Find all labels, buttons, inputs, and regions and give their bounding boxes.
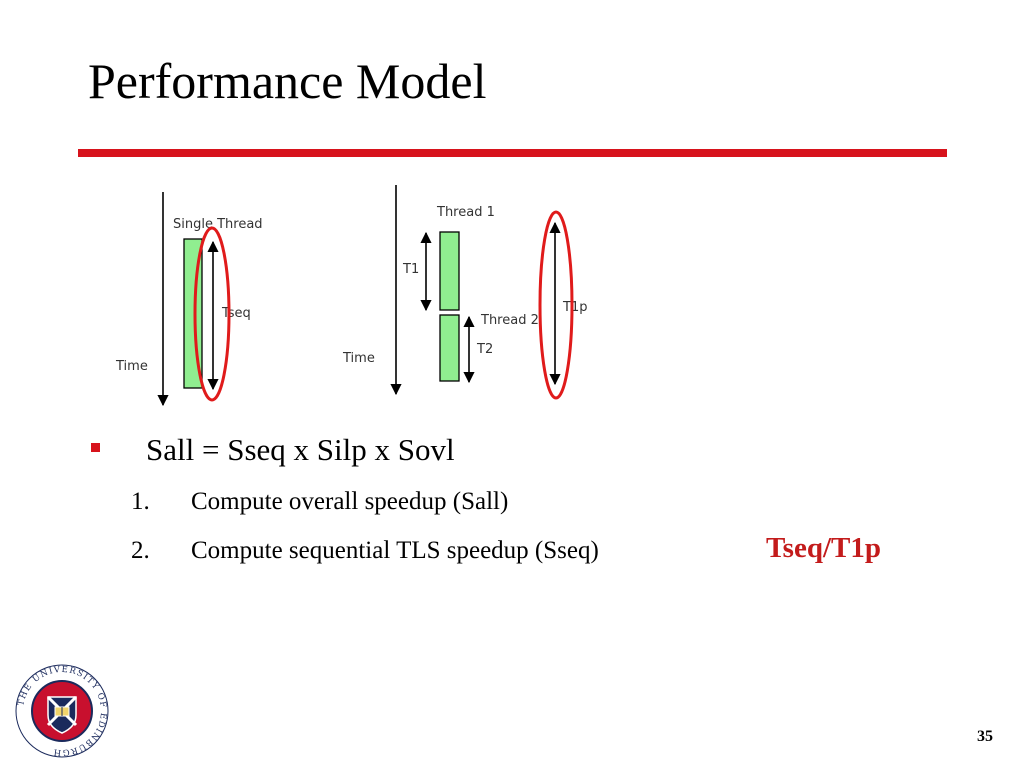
t2-label: T2 xyxy=(476,342,493,357)
step-number: 2. xyxy=(131,537,150,564)
thread1-label: Thread 1 xyxy=(436,205,495,220)
step-overall-speedup: Compute overall speedup (Sall) xyxy=(191,488,509,515)
bullet-marker xyxy=(91,443,100,452)
tseq-t1p-formula: Tseq/T1p xyxy=(766,532,881,564)
time-label-parallel: Time xyxy=(342,351,375,366)
title-divider xyxy=(78,149,947,157)
tseq-label: Tseq xyxy=(221,306,251,321)
slide-title: Performance Model xyxy=(88,53,487,109)
tseq-highlight-circle xyxy=(193,226,231,402)
page-number: 35 xyxy=(977,728,993,745)
time-label-single: Time xyxy=(115,359,148,374)
thread2-bar xyxy=(439,314,460,382)
t1p-label: T1p xyxy=(562,300,587,315)
thread2-label: Thread 2 xyxy=(480,313,539,328)
step-sequential-speedup: Compute sequential TLS speedup (Sseq) xyxy=(191,537,599,564)
single-thread-label: Single Thread xyxy=(173,217,263,232)
t1-label: T1 xyxy=(402,262,419,277)
thread1-bar xyxy=(439,231,460,311)
step-number: 1. xyxy=(131,488,150,515)
t1p-highlight-circle xyxy=(538,210,574,400)
university-crest-icon: THE UNIVERSITY OF EDINBURGH xyxy=(15,664,109,758)
speedup-equation: Sall = Sseq x Silp x Sovl xyxy=(146,432,455,467)
